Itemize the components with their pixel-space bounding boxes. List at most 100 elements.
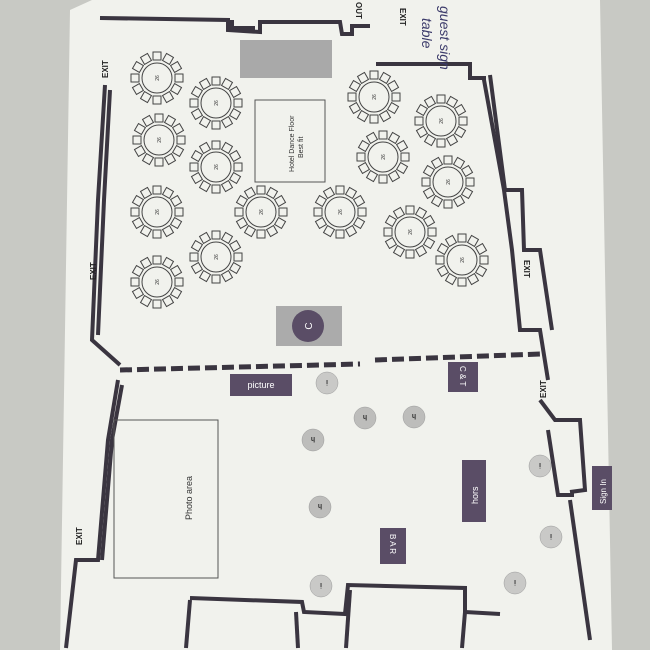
chair <box>265 186 279 200</box>
chair <box>322 186 336 200</box>
highboy-label: i <box>326 378 328 385</box>
round-table: 26 <box>130 255 184 309</box>
chair <box>347 92 357 102</box>
chair <box>445 95 459 109</box>
chair <box>152 229 162 239</box>
chair <box>131 216 145 230</box>
stage-area <box>240 40 332 78</box>
chair <box>228 171 242 185</box>
table-top <box>200 87 232 119</box>
ct-label: C & T <box>458 366 467 386</box>
chair <box>348 101 362 115</box>
chair <box>243 186 257 200</box>
highboy-label: h <box>318 502 322 509</box>
chair <box>169 216 183 230</box>
highboy-label: h <box>363 413 367 420</box>
round-table: 26 <box>189 76 243 130</box>
chair <box>130 73 140 83</box>
chair <box>211 274 221 284</box>
highboy-table: i <box>503 571 527 595</box>
table-top <box>425 105 457 137</box>
table-number: 26 <box>259 209 265 215</box>
chair <box>383 227 393 237</box>
round-table: 26 <box>435 233 489 287</box>
highboy-table: i <box>539 525 563 549</box>
chair <box>423 133 437 147</box>
chair <box>369 114 379 124</box>
chair <box>139 90 153 104</box>
chair <box>265 224 279 238</box>
highboy-top <box>539 525 563 549</box>
exit-label: EXIT <box>89 262 98 280</box>
chair <box>174 277 184 287</box>
table-top <box>358 81 390 113</box>
chair <box>198 115 212 129</box>
table-top <box>324 196 356 228</box>
chair <box>169 286 183 300</box>
dance-floor-sublabel: Best fit <box>298 137 305 158</box>
chair <box>139 52 153 66</box>
round-table: 26 <box>421 155 475 209</box>
chair <box>161 224 175 238</box>
table-top <box>200 241 232 273</box>
chair <box>130 207 140 217</box>
dance-floor-label: Hotel Dance Floor <box>289 115 296 172</box>
chair <box>273 194 287 208</box>
exit-label: EXIT <box>539 380 548 398</box>
chair <box>131 60 145 74</box>
chair <box>169 82 183 96</box>
chair <box>356 109 370 123</box>
chair <box>414 206 428 220</box>
sign-in-table <box>592 466 612 510</box>
chair <box>392 206 406 220</box>
highboy-table: i <box>315 371 339 395</box>
chair <box>133 122 147 136</box>
table-number: 26 <box>155 75 161 81</box>
round-table: 26 <box>130 185 184 239</box>
highboy-label: h <box>412 412 416 419</box>
chair <box>435 255 445 265</box>
chair <box>421 177 431 187</box>
chair <box>211 230 221 240</box>
chair <box>233 162 243 172</box>
highboy-top <box>528 454 552 478</box>
table-top <box>141 62 173 94</box>
chair <box>198 269 212 283</box>
highboy-label: i <box>320 581 322 588</box>
chair <box>422 214 436 228</box>
chair <box>161 294 175 308</box>
chair <box>130 277 140 287</box>
chair <box>163 114 177 128</box>
table-top <box>245 196 277 228</box>
chair <box>174 207 184 217</box>
chair <box>387 131 401 145</box>
chair <box>452 156 466 170</box>
chair <box>220 141 234 155</box>
walls <box>64 16 592 649</box>
chair <box>169 60 183 74</box>
chair <box>152 299 162 309</box>
chair <box>391 92 401 102</box>
table-number: 26 <box>214 100 220 106</box>
round-table: 26 <box>130 51 184 105</box>
chair <box>189 162 199 172</box>
hors-label: hors <box>470 486 480 504</box>
chair <box>190 107 204 121</box>
hors-doeuvres-station <box>462 460 486 522</box>
highboy-top <box>353 406 377 430</box>
chair <box>131 82 145 96</box>
chair <box>235 216 249 230</box>
chair <box>422 236 436 250</box>
chair <box>422 164 436 178</box>
highboy-top <box>503 571 527 595</box>
chair <box>414 244 428 258</box>
chair <box>458 116 468 126</box>
chair <box>384 214 398 228</box>
chair <box>422 186 436 200</box>
chair <box>211 140 221 150</box>
table-top <box>141 266 173 298</box>
table-number: 26 <box>446 179 452 185</box>
